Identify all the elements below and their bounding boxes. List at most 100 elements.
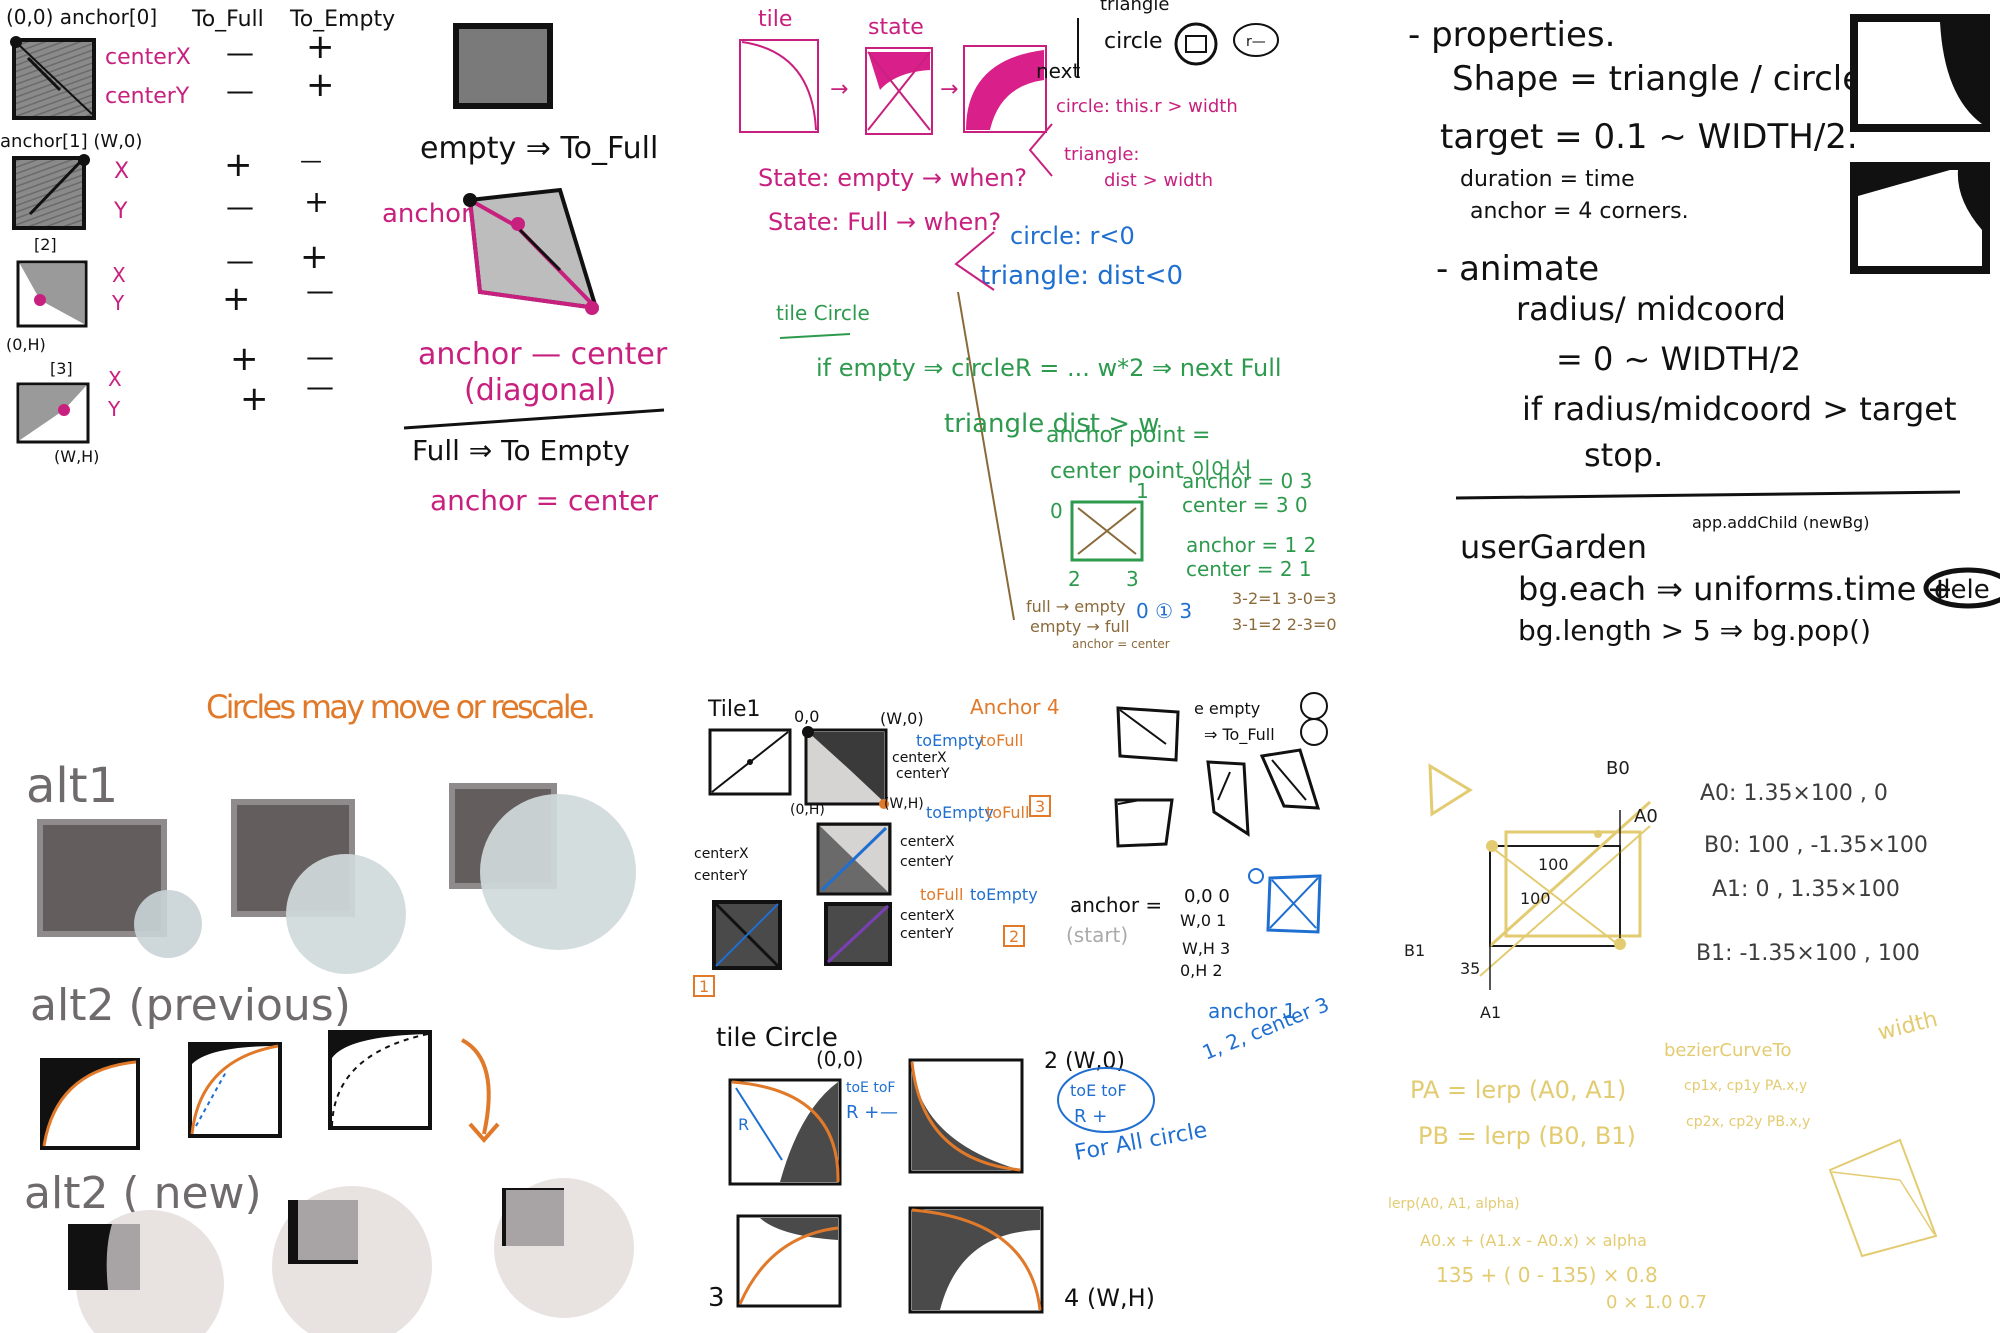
- label-y: Y: [107, 397, 121, 421]
- alt2-new-tile-3: [494, 1178, 634, 1318]
- label-r: R: [738, 1115, 749, 1134]
- panel-tile-anchors: Tile1 0,0 (W,0) Anchor 4 toEmpty toFull …: [693, 692, 1332, 1314]
- tile-state-sketch-2: [963, 45, 1047, 133]
- blue-tile-sketch: [1248, 868, 1322, 934]
- label-bezier: bezierCurveTo: [1664, 1040, 1791, 1061]
- tile1-anchor-2: [824, 902, 892, 966]
- label-state-full: State: Full → when?: [768, 208, 1001, 236]
- label-anchor-point: anchor point =: [1046, 423, 1211, 448]
- label-circle: circle: [1104, 29, 1163, 54]
- label-centery: centerY: [694, 868, 748, 884]
- tile-black-triangle: [1850, 14, 1990, 132]
- cell-minus: —: [226, 36, 254, 69]
- label-anchor4: Anchor 4: [970, 695, 1060, 719]
- label-n100a: 100: [1538, 855, 1569, 874]
- label-e-empty: e empty: [1194, 699, 1260, 718]
- label-pb: PB = lerp (B0, B1): [1418, 1122, 1636, 1150]
- label-three: 3: [708, 1283, 725, 1313]
- label-y: Y: [113, 199, 128, 224]
- tile-state-sketch-1: [865, 47, 933, 135]
- label-shape: Shape = triangle / circle: [1452, 59, 1863, 99]
- icon-circle-square: [1174, 22, 1218, 66]
- label-anchor-03: anchor = 0 3: [1182, 469, 1312, 493]
- label-state-empty: State: empty → when?: [758, 164, 1027, 192]
- label-anchor-eq-center: anchor = center: [430, 484, 659, 517]
- label-n100b: 100: [1520, 889, 1551, 908]
- coord-wh: (W,H): [54, 447, 99, 466]
- label-tile1: Tile1: [707, 697, 761, 722]
- tile-black-corner: [1850, 162, 1990, 274]
- label-center-30: center = 3 0: [1182, 493, 1308, 517]
- label-x: X: [112, 263, 126, 287]
- label-anchor-12: anchor = 1 2: [1186, 533, 1316, 557]
- label-width: width: [1875, 1007, 1940, 1046]
- cell-plus: +: [222, 279, 251, 319]
- label-x: X: [114, 159, 129, 184]
- tile1-empty: [708, 728, 792, 796]
- label-centery-1: centerY: [105, 84, 190, 109]
- label-state: state: [868, 15, 924, 40]
- label-coords-wh: W,H 3: [1182, 939, 1230, 958]
- label-centery: centerY: [896, 766, 950, 782]
- label-full-empty: full → empty: [1026, 597, 1126, 616]
- divider: [1455, 490, 1961, 500]
- label-circle-r: circle: r<0: [1010, 222, 1135, 250]
- label-duration: duration = time: [1460, 167, 1635, 192]
- anchor2-box: [1003, 925, 1025, 947]
- label-wh: (W,H): [884, 796, 924, 812]
- label-lerp-eq: A0.x + (A1.x - A0.x) × alpha: [1420, 1231, 1647, 1250]
- cell-minus: —: [226, 244, 254, 277]
- label-center-point: center point 이어서: [1050, 459, 1252, 484]
- yellow-triangle: [1428, 763, 1473, 817]
- yellow-tile-sketch: [1828, 1138, 1938, 1258]
- label-r-plus: R +: [846, 1102, 879, 1123]
- label-full-to-empty: Full ⇒ To Empty: [412, 434, 630, 467]
- label-triangle-dist-w: triangle dist > w: [944, 409, 1160, 439]
- label-calc: 135 + ( 0 - 135) × 0.8: [1436, 1263, 1658, 1287]
- panel-properties: - properties. Shape = triangle / circle …: [1408, 14, 2000, 647]
- label-calc2: 3-1=2 2-3=0: [1232, 615, 1337, 634]
- label-coords-0h: 0,H 2: [1180, 961, 1223, 980]
- circle-y: [1300, 718, 1328, 746]
- label-alt1: alt1: [26, 758, 118, 814]
- cell-plus: +: [230, 339, 259, 379]
- label-bg-length: bg.length > 5 ⇒ bg.pop(): [1518, 614, 1871, 647]
- label-anchor2: [2]: [34, 235, 57, 254]
- label-triangle: triangle: [1100, 0, 1169, 15]
- label-diagonal: (diagonal): [464, 373, 616, 408]
- label-centerx: centerX: [900, 834, 955, 850]
- label-tile-circle: tile Circle: [716, 1023, 838, 1053]
- label-anchor-center-small: anchor = center: [1072, 637, 1170, 651]
- label-anchor-note: anchor 1: [1208, 999, 1296, 1023]
- label-cp: cp1x, cp1y PA.x,y: [1684, 1078, 1807, 1094]
- header-to-empty: To_Empty: [289, 7, 395, 32]
- label-tofull: toFull: [980, 731, 1023, 750]
- anchor3-box: [1029, 795, 1051, 817]
- tile-green-diagonals: [1070, 500, 1144, 562]
- label-center-21: center = 2 1: [1186, 557, 1312, 581]
- label-centerx: centerX: [892, 750, 947, 766]
- alt2-prev-tile-3: [328, 1030, 432, 1130]
- blue-oval: [1057, 1067, 1155, 1133]
- anchor2-num: 2: [1009, 927, 1019, 946]
- label-anchor1: anchor[1] (W,0): [0, 131, 142, 152]
- divider: [403, 408, 665, 430]
- panel-tile-state: tile state → → next triangle circle r—: [739, 0, 1337, 651]
- label-circles-note-1: Circles may move or rescale.: [206, 688, 596, 726]
- label-to-full-arrow: ⇒ To_Full: [1204, 725, 1275, 745]
- tile-gray-full: [453, 23, 553, 109]
- label-bg-each: bg.each ⇒ uniforms.time +: [1518, 570, 1953, 608]
- label-centery: centerY: [900, 926, 954, 942]
- tile-anchor-3: [16, 382, 90, 444]
- label-lerp: lerp(A0, A1, alpha): [1388, 1196, 1520, 1212]
- panel-bezier: B0 A0 100 100 35 A1 B1 A0: 1.35×100 , 0 …: [1388, 758, 1940, 1313]
- label-calc1: 3-2=1 3-0=3: [1232, 589, 1337, 608]
- label-animate: - animate: [1436, 249, 1599, 289]
- alt2-prev-tile-1: [40, 1058, 140, 1150]
- label-empty-full: empty → full: [1030, 617, 1130, 636]
- label-seq: 0 ① 3: [1136, 599, 1192, 623]
- tile-anchor-0: [10, 36, 96, 120]
- coord-0h: (0,H): [6, 335, 46, 354]
- label-r-minus: —: [880, 1102, 898, 1123]
